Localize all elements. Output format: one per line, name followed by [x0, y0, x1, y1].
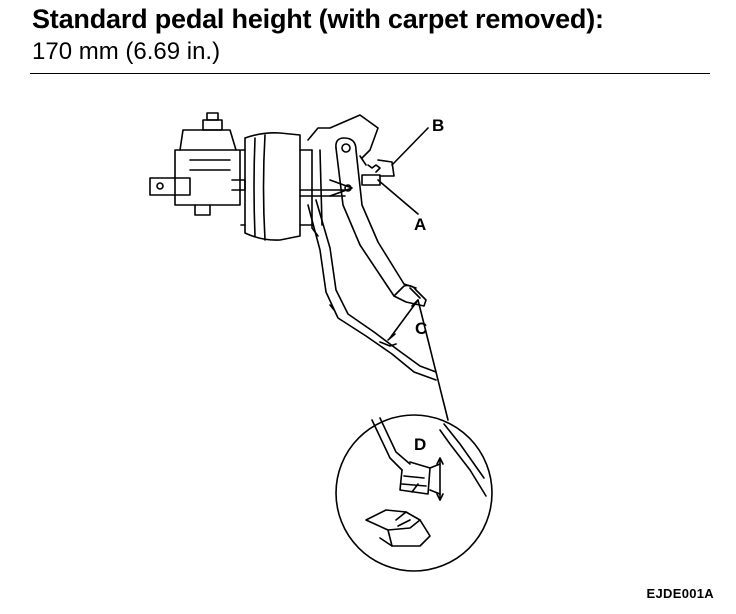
callout-b: B: [432, 116, 444, 135]
detail-view-circle: [335, 414, 493, 572]
header-divider: [30, 73, 710, 74]
figure-id: EJDE001A: [646, 586, 714, 601]
leader-b: [391, 127, 429, 166]
stop-lamp-switch: [361, 159, 395, 186]
spec-value: 170 mm (6.69 in.): [32, 38, 221, 65]
callout-d: D: [414, 435, 426, 454]
floor-panel: [307, 199, 437, 381]
pedal-pad: [393, 284, 427, 307]
callout-c: C: [415, 319, 427, 338]
dimension-c: [387, 299, 419, 341]
spec-title: Standard pedal height (with carpet remov…: [32, 4, 604, 34]
leader-a: [377, 179, 419, 215]
brake-booster: [240, 132, 313, 241]
detail-leader: [417, 299, 449, 421]
pedal-arm: [335, 137, 417, 297]
master-cylinder: [149, 112, 246, 216]
detail-view-content: [365, 417, 487, 547]
callout-a: A: [414, 215, 426, 234]
